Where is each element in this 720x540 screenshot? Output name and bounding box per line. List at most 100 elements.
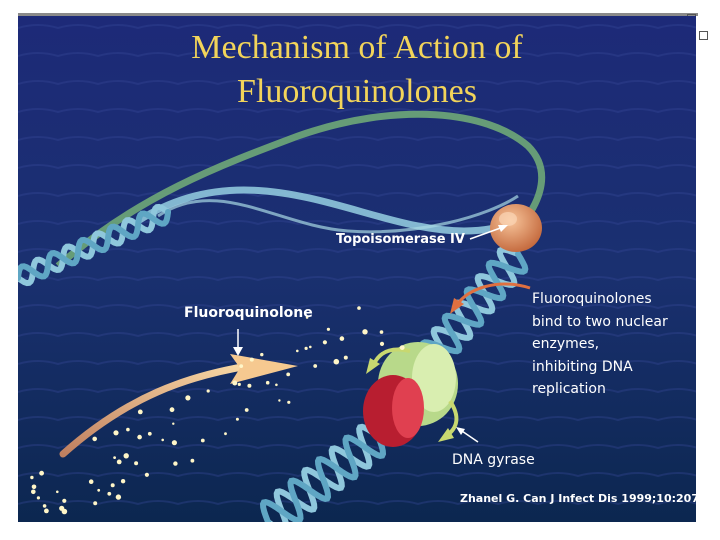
arrow-gyrase-right-head xyxy=(438,428,454,442)
drug-molecule xyxy=(93,501,98,506)
drug-molecule xyxy=(239,364,244,368)
drug-molecule xyxy=(333,358,340,365)
topoisomerase-highlight xyxy=(499,212,517,226)
drug-molecule xyxy=(92,436,97,442)
citation: Zhanel G. Can J Infect Dis 1999;10:207 xyxy=(460,492,696,505)
drug-molecule xyxy=(42,504,47,508)
background-wave xyxy=(18,388,696,394)
drug-molecule xyxy=(224,432,227,436)
title-line-2: Fluoroquinolones xyxy=(237,73,477,110)
drug-molecule xyxy=(147,431,152,436)
drug-molecule xyxy=(249,357,254,362)
drug-molecule xyxy=(110,483,115,488)
drug-molecule xyxy=(296,349,299,353)
gyrase-red-face xyxy=(392,378,424,438)
drug-molecule xyxy=(116,459,122,465)
mechanism-line-5: replication xyxy=(532,381,606,397)
drug-molecule xyxy=(357,306,361,310)
background-wave xyxy=(18,192,696,198)
drug-molecule xyxy=(107,491,112,496)
drug-molecule xyxy=(134,461,139,466)
drug-molecule xyxy=(379,330,384,334)
drug-molecule xyxy=(56,490,59,494)
drug-molecule xyxy=(120,479,126,484)
background-wave xyxy=(18,108,696,114)
mechanism-line-1: Fluoroquinolones xyxy=(532,291,652,307)
pointer-topoisomerase-head xyxy=(498,225,508,232)
drug-molecule xyxy=(326,327,330,331)
arrow-head-top xyxy=(450,298,464,314)
drug-molecule xyxy=(44,508,49,514)
top-rule xyxy=(18,13,698,16)
drug-molecule xyxy=(113,430,119,436)
drug-molecule xyxy=(185,395,191,401)
drug-molecule xyxy=(313,364,318,368)
diagram-panel: Mechanism of Action of Fluoroquinolones … xyxy=(18,16,696,522)
background-wave xyxy=(18,276,696,282)
fluoroquinolone-arrow-shaft xyxy=(59,362,252,458)
diagram-artwork xyxy=(18,16,696,522)
drug-molecule xyxy=(171,440,177,446)
drug-molecule xyxy=(399,345,405,350)
background-wave xyxy=(18,304,696,310)
background-wave xyxy=(18,332,696,338)
background-wave xyxy=(18,80,696,86)
drug-molecule xyxy=(62,498,67,503)
mechanism-line-2: bind to two nuclear xyxy=(532,313,668,330)
drug-molecule xyxy=(260,352,264,357)
background-waves xyxy=(18,24,696,506)
pointer-fluoroquinolone-head xyxy=(233,347,243,356)
drug-molecule xyxy=(172,422,175,425)
slide-title: Mechanism of Action of Fluoroquinolones xyxy=(18,26,696,114)
drug-molecule xyxy=(379,341,385,346)
drug-molecule xyxy=(39,470,44,476)
background-wave xyxy=(18,52,696,58)
topoisomerase-enzyme xyxy=(490,204,542,252)
drug-molecule xyxy=(190,458,195,463)
drug-molecule xyxy=(343,355,348,360)
background-wave xyxy=(18,360,696,366)
drug-molecule xyxy=(309,345,312,349)
drug-molecule xyxy=(304,346,308,350)
dna-helix-right xyxy=(259,246,529,522)
label-topoisomerase: Topoisomerase IV xyxy=(336,232,465,247)
gyrase-green-face xyxy=(412,344,456,412)
drug-molecule xyxy=(169,407,175,413)
drug-molecule xyxy=(286,372,291,377)
background-wave xyxy=(18,416,696,422)
background xyxy=(18,16,696,522)
drug-molecule xyxy=(113,456,116,459)
drug-molecule xyxy=(31,484,37,490)
drug-molecule xyxy=(232,380,238,386)
drug-molecule xyxy=(275,383,278,387)
drug-molecule xyxy=(206,389,210,393)
drug-molecule xyxy=(235,417,239,421)
drug-molecule xyxy=(88,479,94,485)
drug-molecule xyxy=(31,489,36,495)
background-wave xyxy=(18,24,696,30)
drug-molecule xyxy=(200,438,205,443)
drug-molecule xyxy=(137,434,142,440)
right-helix-upper-strand xyxy=(419,251,529,363)
drug-molecule xyxy=(247,383,252,388)
corner-box-bottom xyxy=(699,31,708,40)
drug-molecule xyxy=(322,340,327,345)
pointer-gyrase-head xyxy=(456,427,465,435)
background-wave xyxy=(18,136,696,142)
arrow-gyrase-left-head xyxy=(366,358,380,374)
drug-molecule xyxy=(137,409,143,415)
drug-molecule xyxy=(287,400,291,404)
drug-molecule xyxy=(144,472,149,477)
dna-helix-left xyxy=(18,203,171,287)
mechanism-line-3: enzymes, xyxy=(532,336,600,352)
label-dna-gyrase: DNA gyrase xyxy=(452,452,535,468)
drug-molecule xyxy=(278,399,281,402)
drug-molecule xyxy=(30,475,34,480)
drug-molecule xyxy=(126,427,130,432)
background-wave xyxy=(18,164,696,170)
drug-molecule xyxy=(115,494,122,500)
drug-molecule xyxy=(339,336,345,341)
right-helix-lower-strand xyxy=(259,433,387,522)
fluoroquinolone-arrow-head xyxy=(230,354,298,384)
drug-molecule xyxy=(244,408,249,412)
